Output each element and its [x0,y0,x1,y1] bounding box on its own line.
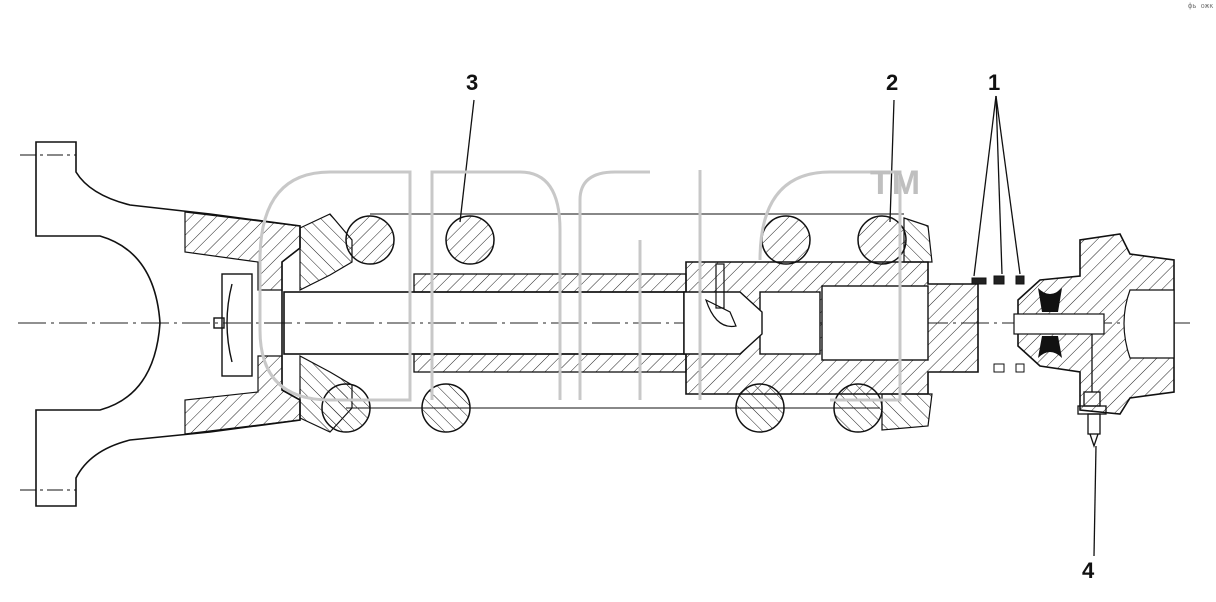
left-collar-hatch [299,213,353,291]
watermark-trademark: TM [870,164,922,202]
grease-channel [1013,313,1105,335]
callout-2: 2 [886,70,899,95]
spring-seat-right-lower [881,393,933,431]
sleeve-lower [413,353,687,373]
sleeve-upper [413,273,687,293]
fork-yoke [20,141,301,507]
leader-lines [459,95,1097,557]
shaft-nose [683,291,763,355]
seal-boot-lower [1038,336,1062,358]
corner-code: фь ожк [1188,2,1214,10]
callout-1: 1 [988,70,1001,95]
grease-nipple [1077,334,1107,449]
seal-boot-upper [1038,288,1062,312]
watermark-logo [258,170,902,402]
lock-pin [704,263,737,328]
end-fitting-socket [1123,289,1175,359]
body-inner-bore [759,291,821,355]
callout-4: 4 [1082,558,1095,583]
yoke-bearing [213,273,253,377]
coil-spring [321,213,907,433]
seal-rings [971,275,1025,373]
callout-3: 3 [466,70,479,95]
spring-seat-right [903,217,933,263]
body-inner-cavity [821,285,929,361]
